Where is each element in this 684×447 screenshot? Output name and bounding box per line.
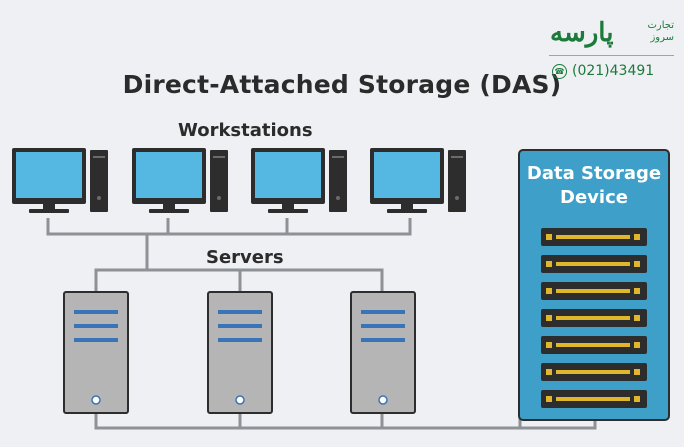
monitor-base — [29, 209, 69, 213]
server-power-light — [235, 395, 245, 405]
drive-label-strip — [556, 316, 630, 320]
drive-label-strip — [556, 262, 630, 266]
phone-number: (021)43491 — [572, 63, 655, 79]
server-drive-bay — [218, 324, 262, 328]
drive-led — [546, 369, 552, 375]
servers-group — [63, 291, 416, 414]
workstations-group — [12, 148, 466, 213]
storage-label-line2: Device — [560, 187, 628, 208]
drive-label-strip — [556, 397, 630, 401]
server-power-light — [378, 395, 388, 405]
drive-led — [634, 261, 640, 267]
pc-drive-slot — [93, 156, 105, 158]
pc-tower — [90, 150, 108, 212]
server-1 — [63, 291, 129, 414]
servers-label: Servers — [206, 247, 284, 268]
pc-tower — [329, 150, 347, 212]
storage-drive-slot — [541, 309, 647, 327]
server-drive-bay — [74, 310, 118, 314]
monitor-neck — [163, 204, 175, 210]
monitor-screen — [16, 152, 82, 198]
data-storage-device — [518, 149, 670, 421]
storage-drive-slot — [541, 336, 647, 354]
brand-subtitle: تجارت سروز — [634, 20, 674, 44]
storage-label-line1: Data Storage — [526, 163, 662, 184]
server-chassis — [63, 291, 129, 414]
phone-icon: ☎ — [552, 64, 567, 79]
workstation-2 — [132, 148, 228, 213]
storage-drive-slot — [541, 363, 647, 381]
brand-subtitle-line1: تجارت — [647, 20, 674, 31]
pc-drive-slot — [332, 156, 344, 158]
server-chassis — [207, 291, 273, 414]
workstation-3 — [251, 148, 347, 213]
server-3 — [350, 291, 416, 414]
server-drive-bay — [361, 338, 405, 342]
drive-label-strip — [556, 343, 630, 347]
storage-drive-slot — [541, 228, 647, 246]
storage-drive-slot — [541, 390, 647, 408]
drive-led — [546, 261, 552, 267]
server-drive-bay — [74, 324, 118, 328]
server-drive-bay — [218, 310, 262, 314]
pc-drive-slot — [213, 156, 225, 158]
workstation-4 — [370, 148, 466, 213]
pc-power-button — [455, 196, 459, 200]
drive-label-strip — [556, 235, 630, 239]
pc-tower — [448, 150, 466, 212]
workstations-label: Workstations — [178, 120, 313, 141]
drive-led — [634, 288, 640, 294]
monitor-neck — [282, 204, 294, 210]
brand-subtitle-line2: سروز — [650, 32, 674, 43]
drive-led — [634, 315, 640, 321]
workstation-1 — [12, 148, 108, 213]
storage-device-label: Data Storage Device — [520, 162, 668, 210]
drive-led — [546, 234, 552, 240]
drive-label-strip — [556, 370, 630, 374]
brand-logo: پارسه — [550, 18, 614, 48]
drive-led — [634, 396, 640, 402]
monitor-neck — [401, 204, 413, 210]
monitor-neck — [43, 204, 55, 210]
page-title: Direct-Attached Storage (DAS) — [122, 70, 562, 99]
drive-led — [546, 396, 552, 402]
storage-drive-slot — [541, 282, 647, 300]
server-drive-bay — [361, 310, 405, 314]
server-power-light — [91, 395, 101, 405]
drive-led — [634, 234, 640, 240]
storage-drive-slot — [541, 255, 647, 273]
server-drive-bay — [74, 338, 118, 342]
monitor-base — [268, 209, 308, 213]
drive-label-strip — [556, 289, 630, 293]
monitor-base — [149, 209, 189, 213]
drive-led — [546, 315, 552, 321]
pc-power-button — [336, 196, 340, 200]
network-cables — [46, 218, 597, 430]
server-2 — [207, 291, 273, 414]
pc-tower — [210, 150, 228, 212]
drive-led — [546, 342, 552, 348]
pc-drive-slot — [451, 156, 463, 158]
drive-led — [634, 342, 640, 348]
server-drive-bay — [218, 338, 262, 342]
logo-divider — [549, 55, 674, 56]
pc-power-button — [97, 196, 101, 200]
monitor-base — [387, 209, 427, 213]
monitor-screen — [255, 152, 321, 198]
server-drive-bay — [361, 324, 405, 328]
drive-led — [546, 288, 552, 294]
monitor-screen — [374, 152, 440, 198]
drive-led — [634, 369, 640, 375]
server-chassis — [350, 291, 416, 414]
monitor-screen — [136, 152, 202, 198]
pc-power-button — [217, 196, 221, 200]
